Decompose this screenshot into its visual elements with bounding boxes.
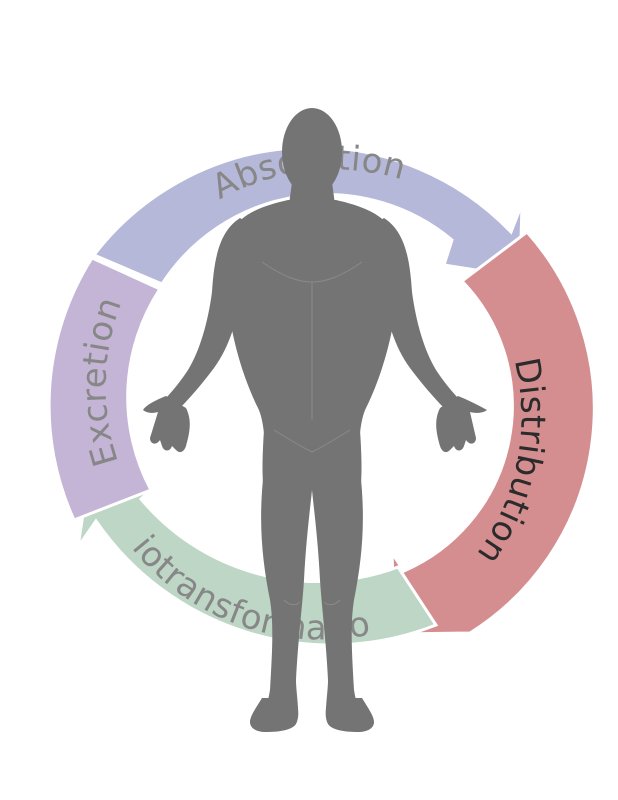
absorption-arrow bbox=[91, 145, 524, 286]
distribution-arrow bbox=[390, 229, 596, 636]
body-detail-lines bbox=[261, 261, 363, 606]
excretion-arrow bbox=[47, 256, 163, 522]
